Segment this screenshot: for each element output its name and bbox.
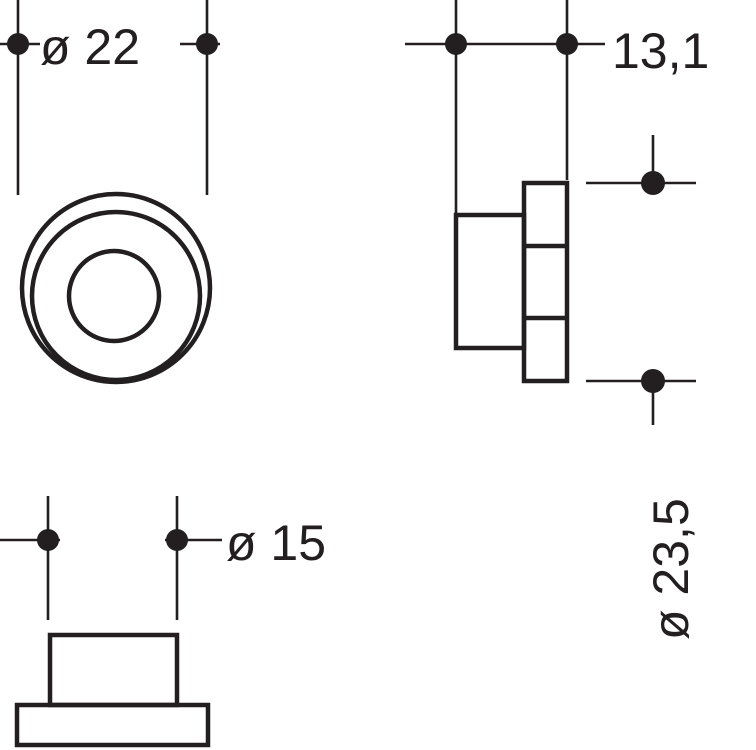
diameter-15-label: ø 15 — [226, 515, 326, 571]
dimension-dot-right — [196, 33, 218, 55]
depth-13-1-label: 13,1 — [612, 23, 709, 79]
rosette-dot-bottom — [641, 369, 665, 393]
knob-center-circle — [66, 248, 162, 344]
rosette-dot-top — [641, 171, 665, 195]
depth-dot-left — [445, 33, 467, 55]
hub-dot-left — [37, 529, 59, 551]
knob-inner-ring — [29, 209, 203, 383]
knob-outer-circle — [19, 191, 213, 385]
front-view: ø 22 — [0, 0, 220, 385]
rosette-side — [521, 180, 570, 384]
hub-dot-right — [166, 529, 188, 551]
side-view: 13,1 ø 23,5 — [405, 0, 709, 640]
hub-view: ø 15 — [0, 496, 326, 748]
diameter-22-label: ø 22 — [40, 19, 140, 75]
knob-body-side — [453, 212, 527, 351]
depth-dot-right — [556, 33, 578, 55]
dimension-dot-left — [7, 33, 29, 55]
hub-top-part — [47, 632, 180, 708]
diameter-23-5-label: ø 23,5 — [643, 498, 699, 640]
hub-base-plate — [14, 702, 211, 748]
hub-view-extension-lines — [0, 496, 222, 620]
